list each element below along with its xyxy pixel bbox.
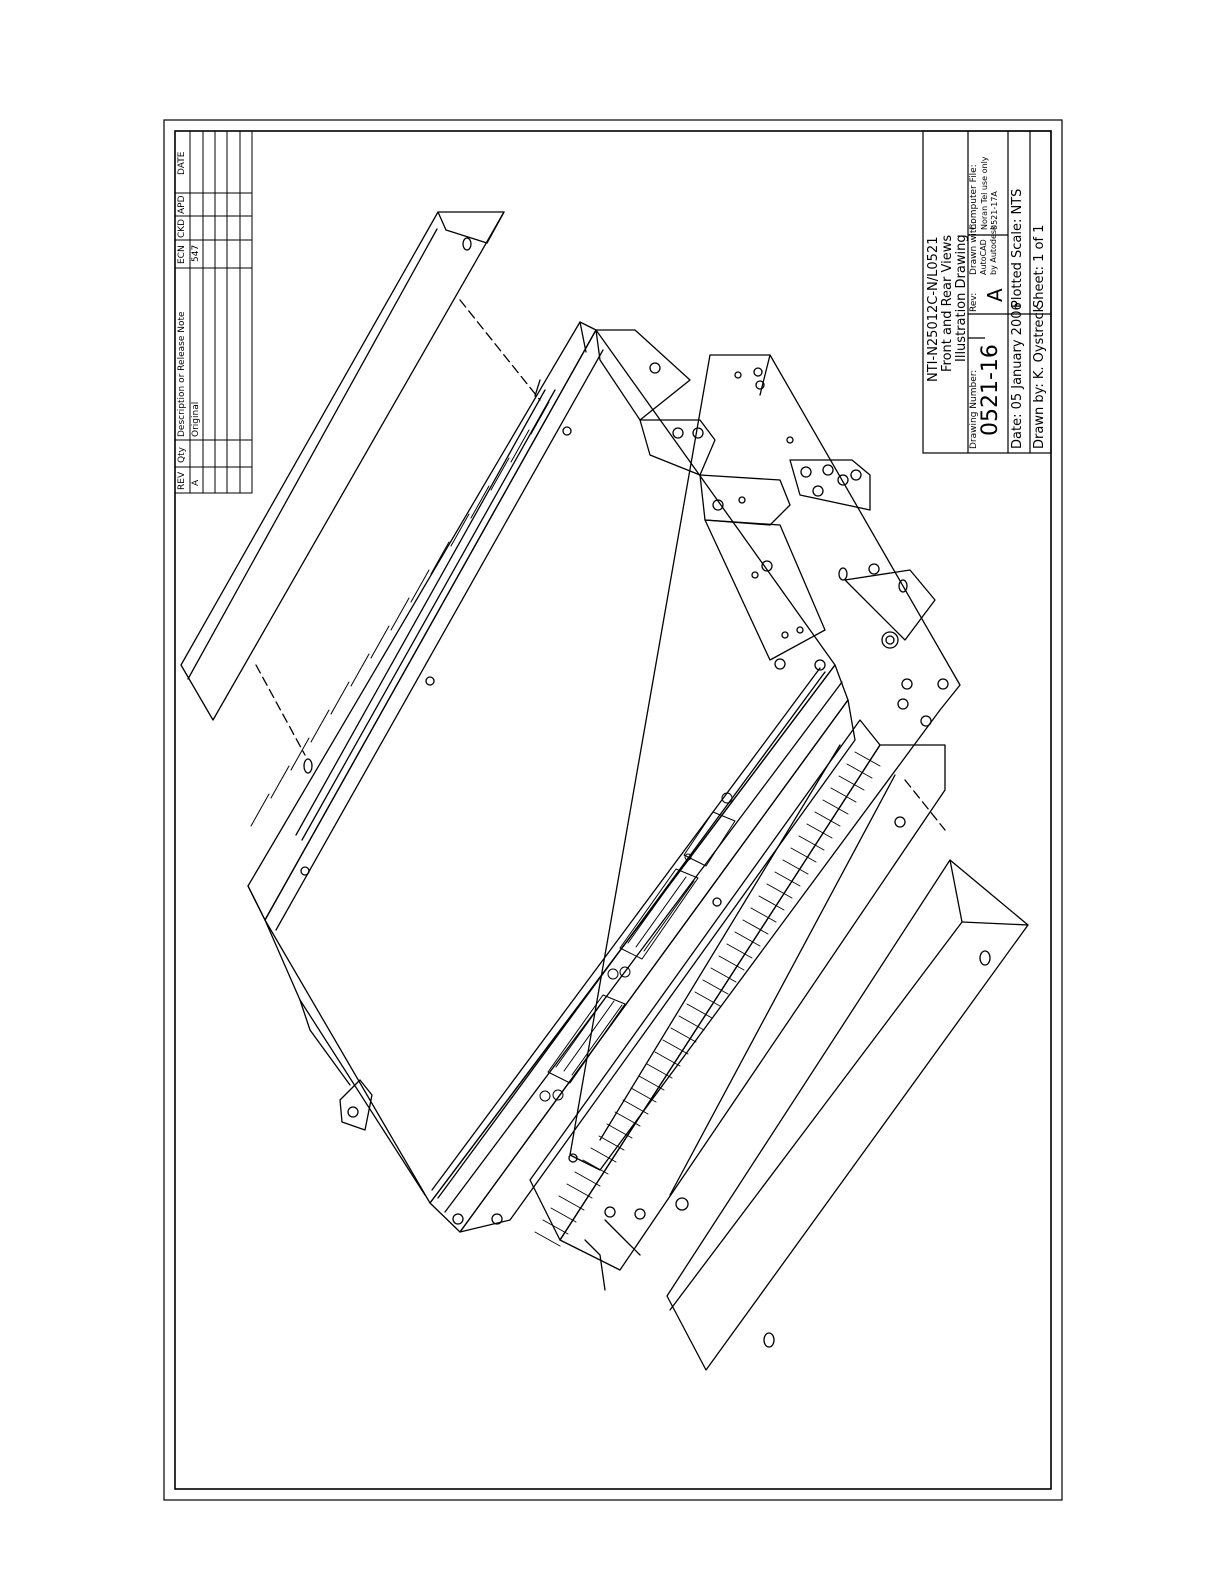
- title-line-1: NTI-N25012C-N/L0521: [926, 236, 941, 382]
- chassis-body: [247, 321, 856, 1233]
- title-line-3: Illustration Drawing: [954, 234, 969, 362]
- drawn-with-line-2: AutoCAD: [979, 239, 988, 275]
- computer-file-line-3: 0521-17A: [990, 191, 999, 230]
- revision-table-grid: [174, 130, 253, 494]
- top-cover-plate: [180, 211, 541, 756]
- front-terminal-blocks: [539, 792, 736, 1102]
- rev-value: A: [983, 288, 1007, 302]
- rev-header-ecn: ECN: [177, 245, 187, 264]
- rev-row-description: Original: [191, 401, 201, 437]
- inner-border: [174, 130, 1052, 1490]
- drawn-with-line-3: by Autodesk: [989, 225, 998, 275]
- computer-file-line-1: Computer File:: [969, 164, 979, 230]
- rev-row-ecn: 547: [191, 244, 201, 262]
- rev-header-qty: Qty: [177, 447, 187, 463]
- drawing-number: 0521-16: [978, 344, 1003, 436]
- computer-file-line-2: Noran Tel use only: [980, 156, 989, 230]
- title-line-2: Front and Rear Views: [940, 234, 955, 372]
- rev-header-apd: APD: [177, 195, 187, 214]
- rev-label: Rev:: [969, 292, 979, 312]
- assembly-illustration: [180, 211, 1029, 1371]
- bottom-cover-plate: [666, 859, 1029, 1371]
- drawing-date: Date: 05 January 2006: [1010, 302, 1025, 449]
- sheet-number: Sheet: 1 of 1: [1032, 224, 1047, 308]
- rev-header-rev: REV: [177, 471, 187, 490]
- outer-border: [163, 119, 1063, 1501]
- punch-down-block: [534, 751, 881, 1247]
- title-block-grid: [922, 130, 1052, 454]
- rear-panel: [529, 354, 961, 1291]
- rev-header-ckd: CKD: [177, 218, 187, 238]
- rev-header-description: Description or Release Note: [177, 311, 187, 437]
- drawn-by: Drawn by: K. Oystreck: [1032, 304, 1047, 449]
- plotted-scale: Plotted Scale: NTS: [1010, 188, 1025, 308]
- heat-sink-fins: [250, 401, 550, 827]
- rev-header-date: DATE: [177, 151, 187, 175]
- rev-row-rev: A: [191, 479, 201, 486]
